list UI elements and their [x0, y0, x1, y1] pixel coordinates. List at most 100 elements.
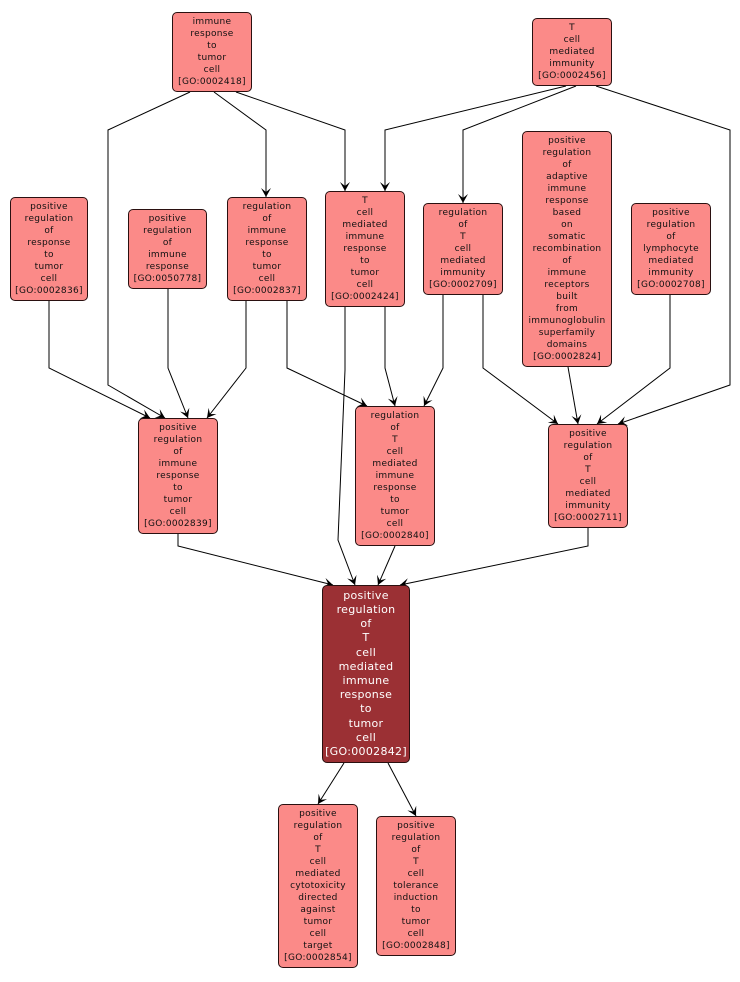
edge-0002842-to-0002848 [387, 762, 417, 817]
go-term-label-line: positive [299, 809, 337, 819]
go-term-label-line: of [562, 160, 572, 170]
go-term-label-line: to [411, 905, 421, 915]
go-term-label-line: cell [309, 929, 327, 939]
go-term-label-line: mediated [295, 869, 341, 879]
go-term-label-line: T [392, 435, 398, 445]
go-term-label-line: directed [298, 893, 338, 903]
edge-0002840-to-0002842 [377, 545, 396, 586]
go-term-label-line: tolerance [393, 881, 439, 891]
go-term-id: [GO:0002842] [325, 745, 407, 759]
go-term-label-line: tumor [197, 53, 227, 63]
go-term-label-line: of [162, 238, 173, 248]
go-term-label-line: immune [375, 471, 415, 481]
go-term-label-line: cell [386, 519, 404, 529]
arrowhead-icon [407, 805, 417, 816]
arrowhead-icon [597, 414, 608, 424]
arrowhead-icon [547, 414, 558, 424]
go-term-label-line: mediated [440, 256, 486, 266]
go-term-label-line: tumor [163, 495, 193, 505]
arrowhead-icon [458, 194, 468, 203]
go-term-label-line: cell [454, 244, 472, 254]
go-term-label-line: tumor [303, 917, 333, 927]
edge-0002709-to-0002840 [423, 295, 444, 407]
go-term-label-line: positive [397, 821, 435, 831]
go-term-label-line: response [190, 29, 234, 39]
go-term-label-line: regulation [153, 435, 203, 445]
arrowhead-icon [207, 407, 217, 418]
go-term-label-line: T [362, 196, 368, 206]
go-term-label-line: cell [579, 477, 597, 487]
go-term-label-line: positive [30, 202, 68, 212]
go-term-label-line: cell [407, 929, 425, 939]
go-term-label-line: T [315, 845, 321, 855]
go-term-label-line: response [145, 262, 190, 272]
go-term-label-line: of [262, 214, 272, 224]
go-term-label-line: immunity [565, 501, 611, 511]
edge-0002456-to-0002424 [380, 85, 567, 191]
arrowhead-icon [618, 416, 629, 426]
go-term-id: [GO:0002709] [429, 280, 497, 290]
edge-0002709-to-0002711 [482, 295, 559, 425]
go-term-label-line: of [583, 453, 593, 463]
go-term-id: [GO:0002711] [554, 513, 622, 523]
edge-0002824-to-0002711 [567, 366, 582, 425]
go-term-id: [GO:0002848] [382, 941, 450, 951]
go-term-label-line: immunoglobulin [528, 316, 606, 326]
go-term-label-line: response [545, 196, 589, 206]
edge-0002836-to-0002839 [48, 301, 151, 419]
go-term-label-line: of [562, 256, 572, 266]
arrowhead-icon [340, 182, 350, 191]
go-term-label-line: T [460, 232, 466, 242]
go-term-id: [GO:0002837] [233, 286, 301, 296]
go-term-label-line: cytotoxicity [290, 881, 346, 891]
go-term-label-line: T [362, 631, 370, 645]
go-term-label-line: mediated [372, 459, 418, 469]
go-term-label-line: cell [386, 447, 404, 457]
go-term-label-line: regulation [646, 220, 696, 230]
go-term-label-line: tumor [348, 716, 384, 730]
go-term-label-line: to [390, 495, 400, 505]
go-term-label-line: cell [258, 274, 276, 284]
go-term-id: [GO:0002708] [637, 280, 705, 290]
go-term-label-line: to [207, 41, 217, 51]
go-term-label-line: based [552, 208, 582, 218]
go-term-label-line: to [262, 250, 272, 260]
go-term-label-line: superfamily [538, 328, 596, 338]
go-term-label-line: to [44, 250, 54, 260]
arrowhead-icon [380, 182, 390, 191]
go-term-label-line: immune [547, 184, 587, 194]
go-term-label-line: cell [40, 274, 58, 284]
edge-0002456-to-0002709 [458, 85, 577, 203]
edge-0002418-to-0002837 [213, 91, 271, 197]
go-term-label-line: immune [192, 17, 232, 27]
edge-0002418-to-0002424 [235, 91, 350, 191]
go-term-id: [GO:0002424] [331, 292, 399, 302]
edge-0002424-to-0002842 [337, 307, 357, 586]
go-term-label-line: response [27, 238, 71, 248]
go-term-label-line: cell [169, 507, 187, 517]
go-term-label-line: of [458, 220, 468, 230]
go-term-label-line: built [556, 292, 578, 302]
go-term-label-line: positive [652, 208, 690, 218]
go-term-label-line: cell [203, 65, 221, 75]
edge-0050778-to-0002839 [167, 289, 190, 419]
go-term-label-line: immunity [440, 268, 486, 278]
go-term-id: [GO:0002836] [15, 286, 83, 296]
arrowhead-icon [180, 407, 190, 418]
go-term-label-line: receptors [544, 280, 590, 290]
